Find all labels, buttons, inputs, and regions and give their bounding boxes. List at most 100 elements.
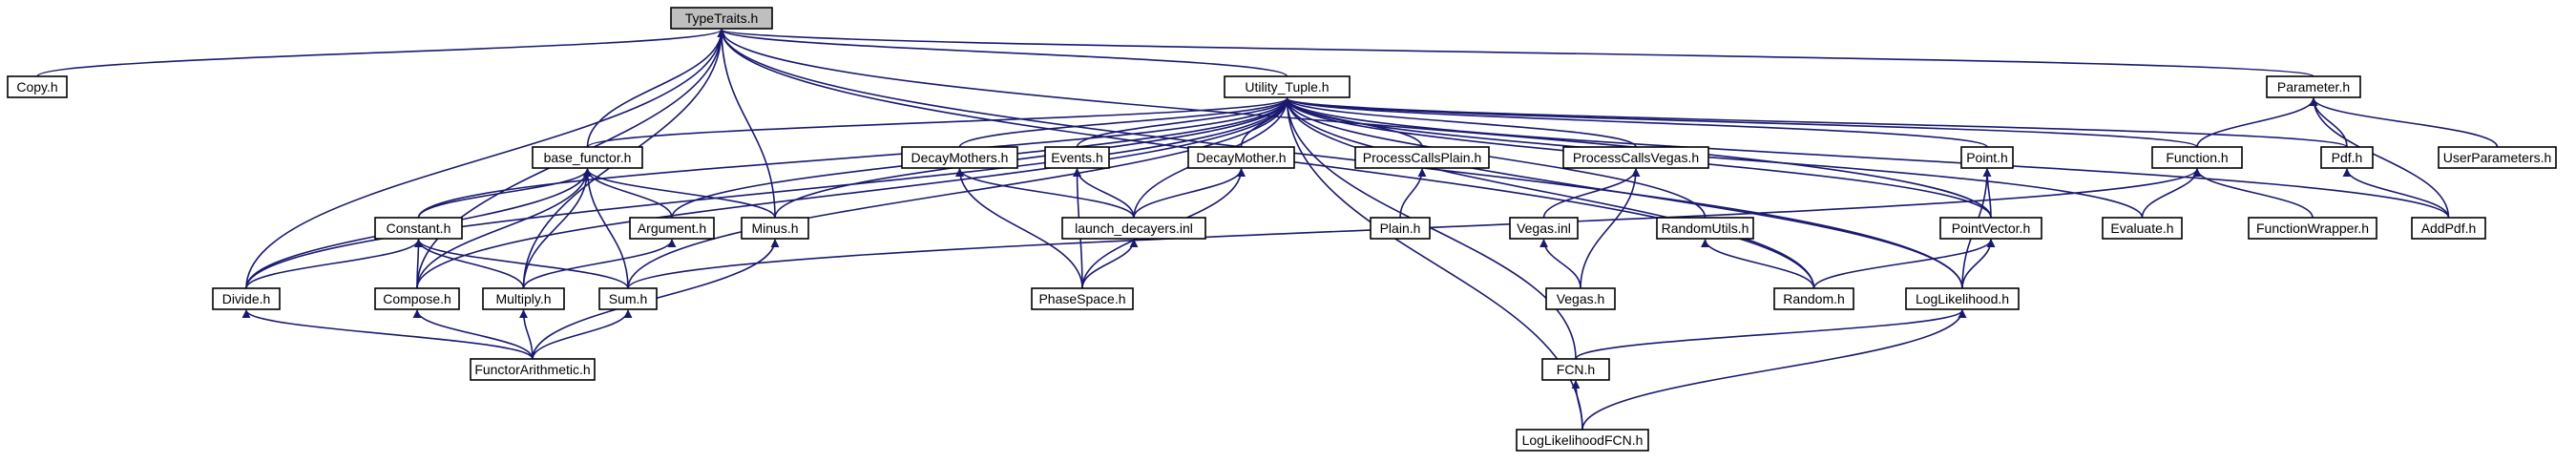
edge-vegas_h-to-vegas_inl [1539,239,1581,289]
node-label: UserParameters.h [2443,150,2552,165]
edge-function-to-parameter [2196,97,2318,148]
node-utility-tuple[interactable]: Utility_Tuple.h [1224,75,1351,98]
edge-vegas_h-to-processcallsvegas [1580,168,1641,289]
node-label: launch_decayers.inl [1075,221,1193,236]
edge-minus-to-utility_tuple [774,97,1291,219]
node-point[interactable]: Point.h [1960,146,2014,169]
edge-loglikelihood-to-typetraits [717,29,1963,289]
node-copy[interactable]: Copy.h [7,75,68,98]
node-multiply[interactable]: Multiply.h [482,287,565,310]
edge-functorarithmetic-to-sum [532,309,633,360]
node-events[interactable]: Events.h [1044,146,1110,169]
node-minus[interactable]: Minus.h [741,217,809,240]
node-label: Function.h [2166,150,2228,165]
node-box [1939,217,2042,240]
node-function[interactable]: Function.h [2151,146,2243,169]
edge-point-to-utility_tuple [1283,97,1988,148]
node-vegas-h[interactable]: Vegas.h [1545,287,1616,310]
node-randomutils[interactable]: RandomUtils.h [1656,217,1754,240]
node-label: Point.h [1966,150,2008,165]
edge-fcn-to-utility_tuple [1283,97,1577,360]
node-box [374,217,463,240]
edge-sum-to-utility_tuple [627,97,1291,289]
edge-addpdf-to-parameter [2309,97,2450,219]
node-label: Vegas.h [1557,291,1605,306]
edge-compose-to-base_functor [416,168,592,289]
node-label: Minus.h [751,221,798,236]
node-vegas-inl[interactable]: Vegas.inl [1509,217,1579,240]
node-box [482,287,565,310]
edge-constant-to-utility_tuple [417,97,1291,219]
node-addpdf[interactable]: AddPdf.h [2411,217,2486,240]
node-pdf[interactable]: Pdf.h [2320,146,2374,169]
node-box [1370,217,1431,240]
node-label: Utility_Tuple.h [1245,79,1329,95]
node-decaymothers[interactable]: DecayMothers.h [901,146,1018,169]
node-base-functor[interactable]: base_functor.h [532,146,643,169]
node-box [1516,429,1649,452]
edge-loglikelihood-to-utility_tuple [1283,97,1963,289]
node-label: FCN.h [1557,362,1595,377]
node-label: Pdf.h [2332,150,2363,165]
edge-pdf-to-utility_tuple [1283,97,2348,148]
node-random[interactable]: Random.h [1773,287,1854,310]
node-compose[interactable]: Compose.h [374,287,460,310]
node-box [629,217,715,240]
edge-constant-to-base_functor [417,168,592,219]
node-processcallsvegas[interactable]: ProcessCallsVegas.h [1562,146,1709,169]
node-functorarithmetic[interactable]: FunctorArithmetic.h [470,358,596,381]
node-constant[interactable]: Constant.h [374,217,463,240]
node-box [741,217,809,240]
node-pointvector[interactable]: PointVector.h [1939,217,2042,240]
edge-launch_decayers-to-decaymother [1133,168,1246,219]
node-label: base_functor.h [544,150,632,165]
node-box [2151,146,2243,169]
node-label: LogLikelihoodFCN.h [1522,432,1644,448]
edge-loglikelihood-to-pointvector [1961,239,1996,289]
node-divide[interactable]: Divide.h [212,287,281,310]
node-label: Constant.h [387,221,451,236]
node-box [1562,146,1709,169]
edge-addpdf-to-utility_tuple [1283,97,2450,219]
node-label: Divide.h [222,291,271,306]
edge-random-to-pointvector [1812,239,1996,289]
node-label: Multiply.h [495,291,551,306]
node-label: AddPdf.h [2421,221,2477,236]
node-parameter[interactable]: Parameter.h [2266,75,2361,98]
node-label: LogLikelihood.h [1916,291,2009,306]
node-plain[interactable]: Plain.h [1370,217,1431,240]
node-label: FunctorArithmetic.h [474,362,590,377]
node-box [2320,146,2374,169]
edge-copy-to-typetraits [36,29,726,77]
node-evaluate[interactable]: Evaluate.h [2102,217,2183,240]
node-argument[interactable]: Argument.h [629,217,715,240]
node-label: ProcessCallsVegas.h [1573,150,1699,165]
edge-base_functor-to-typetraits [586,29,726,148]
node-box [2248,217,2377,240]
edge-multiply-to-base_functor [522,168,592,289]
edge-divide-to-constant [245,239,423,289]
node-userparameters[interactable]: UserParameters.h [2438,146,2557,169]
node-loglikelihoodfcn[interactable]: LogLikelihoodFCN.h [1516,429,1649,452]
node-box [2102,217,2183,240]
node-sum[interactable]: Sum.h [598,287,658,310]
node-label: ProcessCallsPlain.h [1363,150,1482,165]
node-typetraits[interactable]: TypeTraits.h [670,7,773,30]
node-processcallsplain[interactable]: ProcessCallsPlain.h [1354,146,1490,169]
node-label: Copy.h [16,79,57,95]
node-phasespace[interactable]: PhaseSpace.h [1031,287,1134,310]
edge-decaymothers-to-utility_tuple [958,97,1291,148]
node-label: Parameter.h [2277,79,2350,95]
node-loglikelihood[interactable]: LogLikelihood.h [1905,287,2020,310]
node-launch-decayers[interactable]: launch_decayers.inl [1061,217,1206,240]
node-box [7,75,68,98]
edge-random-to-utility_tuple [1283,97,1815,289]
edge-fcn-to-loglikelihood [1575,309,1967,360]
node-decaymother[interactable]: DecayMother.h [1187,146,1295,169]
edge-sum-to-base_functor [583,168,629,289]
node-fcn[interactable]: FCN.h [1541,358,1610,381]
node-functionwrapper[interactable]: FunctionWrapper.h [2248,217,2377,240]
edge-launch_decayers-to-decaymothers [955,168,1135,219]
edge-base_functor-to-utility_tuple [586,97,1291,148]
